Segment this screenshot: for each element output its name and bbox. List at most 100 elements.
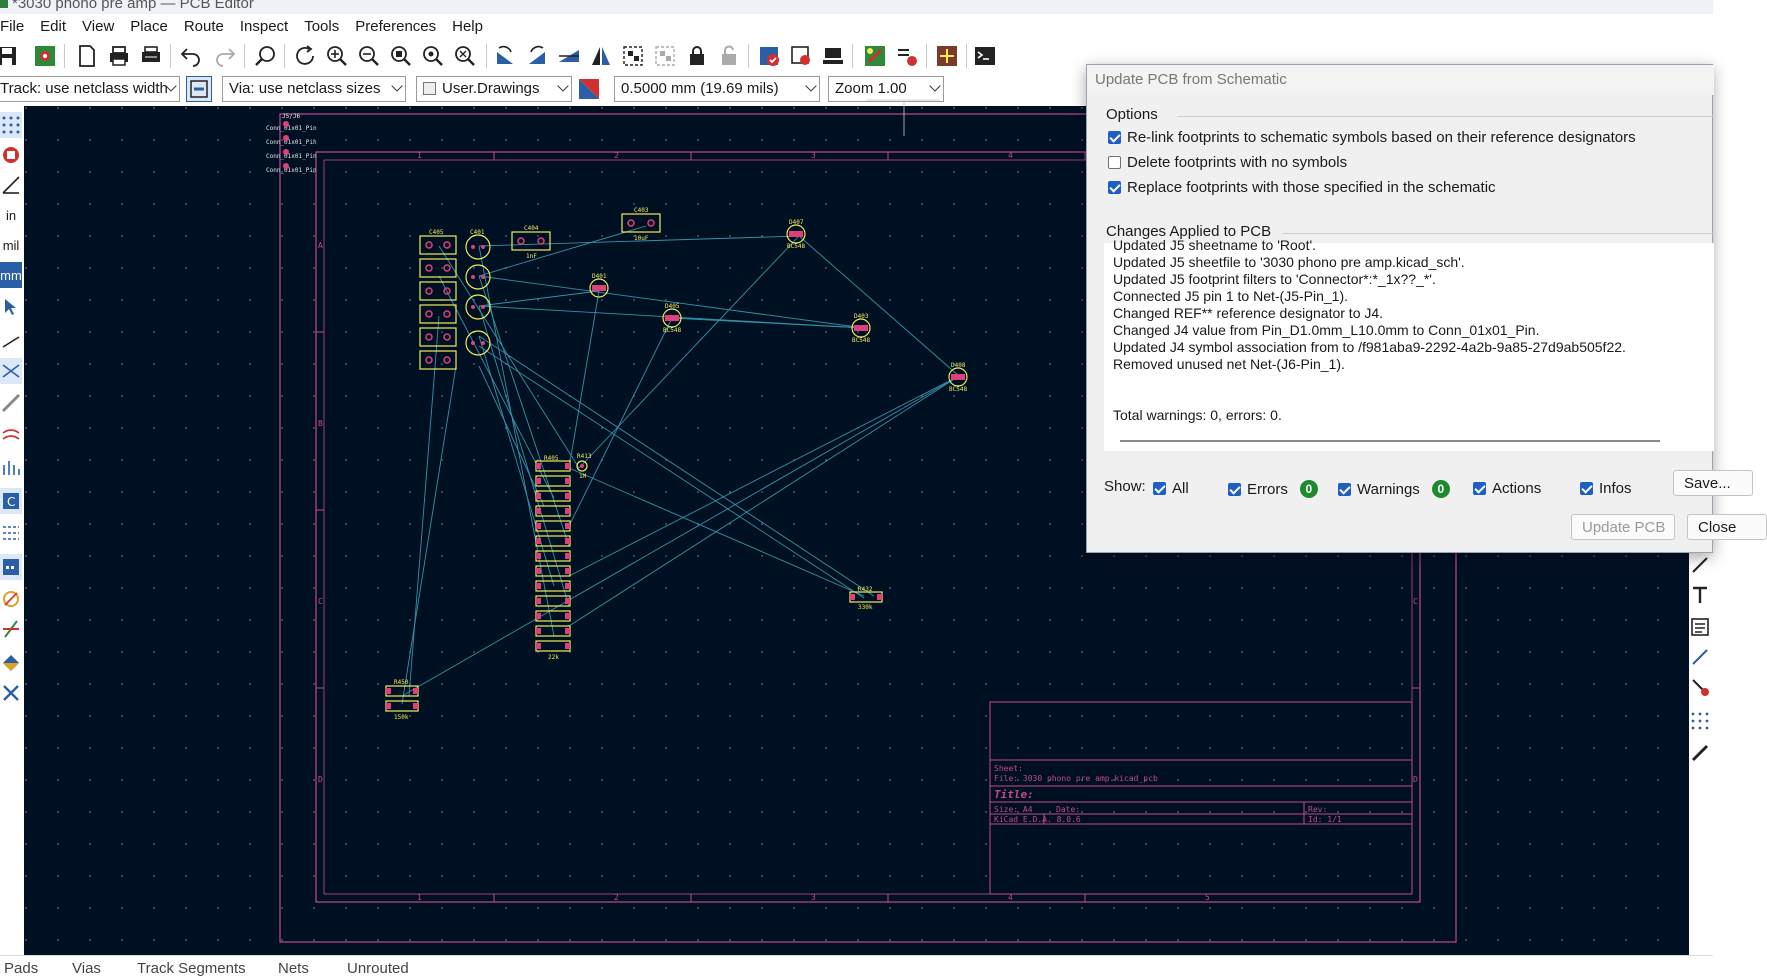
menu-file[interactable]: File [0, 17, 25, 35]
units-mil-button[interactable]: mil [2, 237, 20, 253]
option-relink-row[interactable]: Re-link footprints to schematic symbols … [1108, 129, 1636, 146]
changes-log[interactable]: Updated J5 sheetname to 'Root'. Updated … [1104, 237, 1714, 451]
find-icon[interactable] [252, 43, 278, 69]
text-icon[interactable] [1689, 582, 1711, 608]
ratsnest-icon[interactable] [0, 326, 22, 352]
via-size-select[interactable]: Via: use netclass sizes [222, 76, 406, 102]
dimension-icon[interactable] [1689, 644, 1711, 670]
netlist-icon[interactable] [894, 43, 920, 69]
zone-outline-icon[interactable] [0, 390, 22, 416]
filter-errors-checkbox[interactable] [1228, 482, 1241, 496]
capacitor-c403[interactable]: C403 10uF [621, 207, 661, 242]
resistor-r450[interactable]: R450 150k [385, 679, 419, 721]
filter-actions[interactable]: Actions [1473, 480, 1541, 497]
layer-select[interactable]: User.Drawings [416, 76, 572, 102]
option-delete-row[interactable]: Delete footprints with no symbols [1108, 154, 1347, 171]
refresh-icon[interactable] [292, 43, 318, 69]
track-width-select[interactable]: Track: use netclass width [0, 76, 180, 102]
board-setup-icon[interactable] [32, 43, 58, 69]
layer-pair-icon[interactable] [576, 76, 602, 102]
mirror-h-icon[interactable] [588, 43, 614, 69]
ungroup-icon[interactable] [652, 43, 678, 69]
menu-help[interactable]: Help [452, 17, 483, 35]
high-contrast-icon[interactable]: C [0, 488, 22, 514]
group-icon[interactable] [620, 43, 646, 69]
rotate-cw-icon[interactable] [524, 43, 550, 69]
filter-all[interactable]: All [1153, 480, 1189, 497]
filter-all-checkbox[interactable] [1153, 482, 1166, 495]
page-settings-icon[interactable] [74, 43, 100, 69]
delete-tool-icon[interactable] [1689, 674, 1711, 700]
log-scrollbar[interactable] [1120, 440, 1660, 442]
filter-infos[interactable]: Infos [1580, 480, 1632, 497]
footprint-browser-icon[interactable] [788, 43, 814, 69]
undo-icon[interactable] [178, 43, 204, 69]
zoom-in-icon[interactable] [324, 43, 350, 69]
scripting-console-icon[interactable] [972, 43, 998, 69]
auto-track-width-icon[interactable] [186, 76, 212, 102]
lock-icon[interactable] [684, 43, 710, 69]
filter-warnings-checkbox[interactable] [1338, 482, 1351, 496]
appearance-panel-icon[interactable] [0, 554, 22, 580]
grid-select[interactable]: 0.5000 mm (19.69 mils) [614, 76, 820, 102]
schematic-icon[interactable] [934, 43, 960, 69]
menu-place[interactable]: Place [130, 17, 168, 35]
zoom-fit-icon[interactable] [388, 43, 414, 69]
layer-manager-icon[interactable] [0, 650, 22, 676]
curved-ratsnest-icon[interactable] [0, 358, 22, 384]
resistor-stack[interactable]: R405 22k R413 1M [535, 453, 592, 661]
filter-actions-checkbox[interactable] [1473, 482, 1486, 495]
capacitor-stack[interactable]: C405 [419, 229, 457, 370]
track-outline-icon[interactable] [0, 422, 22, 448]
zoom-select[interactable]: Zoom 1.00 [828, 76, 944, 102]
menu-edit[interactable]: Edit [40, 17, 67, 35]
filter-errors[interactable]: Errors 0 [1228, 480, 1318, 498]
menu-preferences[interactable]: Preferences [355, 17, 437, 35]
resistor-r432[interactable]: R432 330k [849, 586, 883, 611]
zoom-objects-icon[interactable] [420, 43, 446, 69]
units-mm-button[interactable]: mm [0, 262, 22, 288]
drc-icon[interactable] [756, 43, 782, 69]
net-inspector-icon[interactable] [0, 520, 22, 546]
zoom-selection-icon[interactable] [452, 43, 478, 69]
plot-icon[interactable] [138, 43, 164, 69]
filter-warnings[interactable]: Warnings 0 [1338, 480, 1450, 498]
draw-line-icon[interactable] [1689, 552, 1711, 578]
replace-footprints-checkbox[interactable] [1108, 181, 1121, 194]
update-pcb-button[interactable]: Update PCB [1571, 514, 1675, 540]
update-pcb-icon[interactable] [862, 43, 888, 69]
unlock-icon[interactable] [716, 43, 742, 69]
electrolytic-caps[interactable]: C401 [465, 229, 491, 356]
option-replace-row[interactable]: Replace footprints with those specified … [1108, 179, 1496, 196]
redo-icon[interactable] [212, 43, 238, 69]
tools-icon[interactable] [0, 680, 22, 706]
menu-view[interactable]: View [82, 17, 115, 35]
grid-toggle-icon[interactable] [0, 112, 22, 138]
capacitor-c404[interactable]: C404 1nF [511, 225, 551, 260]
polar-coords-icon[interactable] [0, 172, 22, 198]
save-report-button[interactable]: Save... [1673, 470, 1753, 496]
footprint-editor-icon[interactable] [820, 43, 846, 69]
save-icon[interactable] [0, 43, 20, 69]
close-button[interactable]: Close [1687, 514, 1767, 540]
delete-footprints-checkbox[interactable] [1108, 156, 1121, 169]
mirror-v-icon[interactable] [556, 43, 582, 69]
connector-j5[interactable]: J5/J6 Conn_01x01_Pin Conn_01x01_Pin Conn… [266, 113, 317, 174]
menu-tools[interactable]: Tools [304, 17, 340, 35]
measure-icon[interactable] [1689, 740, 1711, 766]
pad-outline-icon[interactable] [0, 586, 22, 612]
menu-route[interactable]: Route [183, 17, 224, 35]
grid-origin-icon[interactable] [1689, 708, 1711, 734]
print-icon[interactable] [106, 43, 132, 69]
menu-inspect[interactable]: Inspect [239, 17, 289, 35]
cursor-icon[interactable] [0, 294, 22, 320]
graphics-outline-icon[interactable] [0, 616, 22, 642]
via-outline-icon[interactable] [0, 454, 22, 480]
relink-checkbox[interactable] [1108, 131, 1121, 144]
dialog-titlebar[interactable]: Update PCB from Schematic [1087, 65, 1714, 95]
zoom-out-icon[interactable] [356, 43, 382, 69]
filter-infos-checkbox[interactable] [1580, 482, 1593, 495]
rotate-ccw-icon[interactable] [492, 43, 518, 69]
textbox-icon[interactable] [1689, 614, 1711, 640]
drc-marker-icon[interactable] [0, 142, 22, 168]
